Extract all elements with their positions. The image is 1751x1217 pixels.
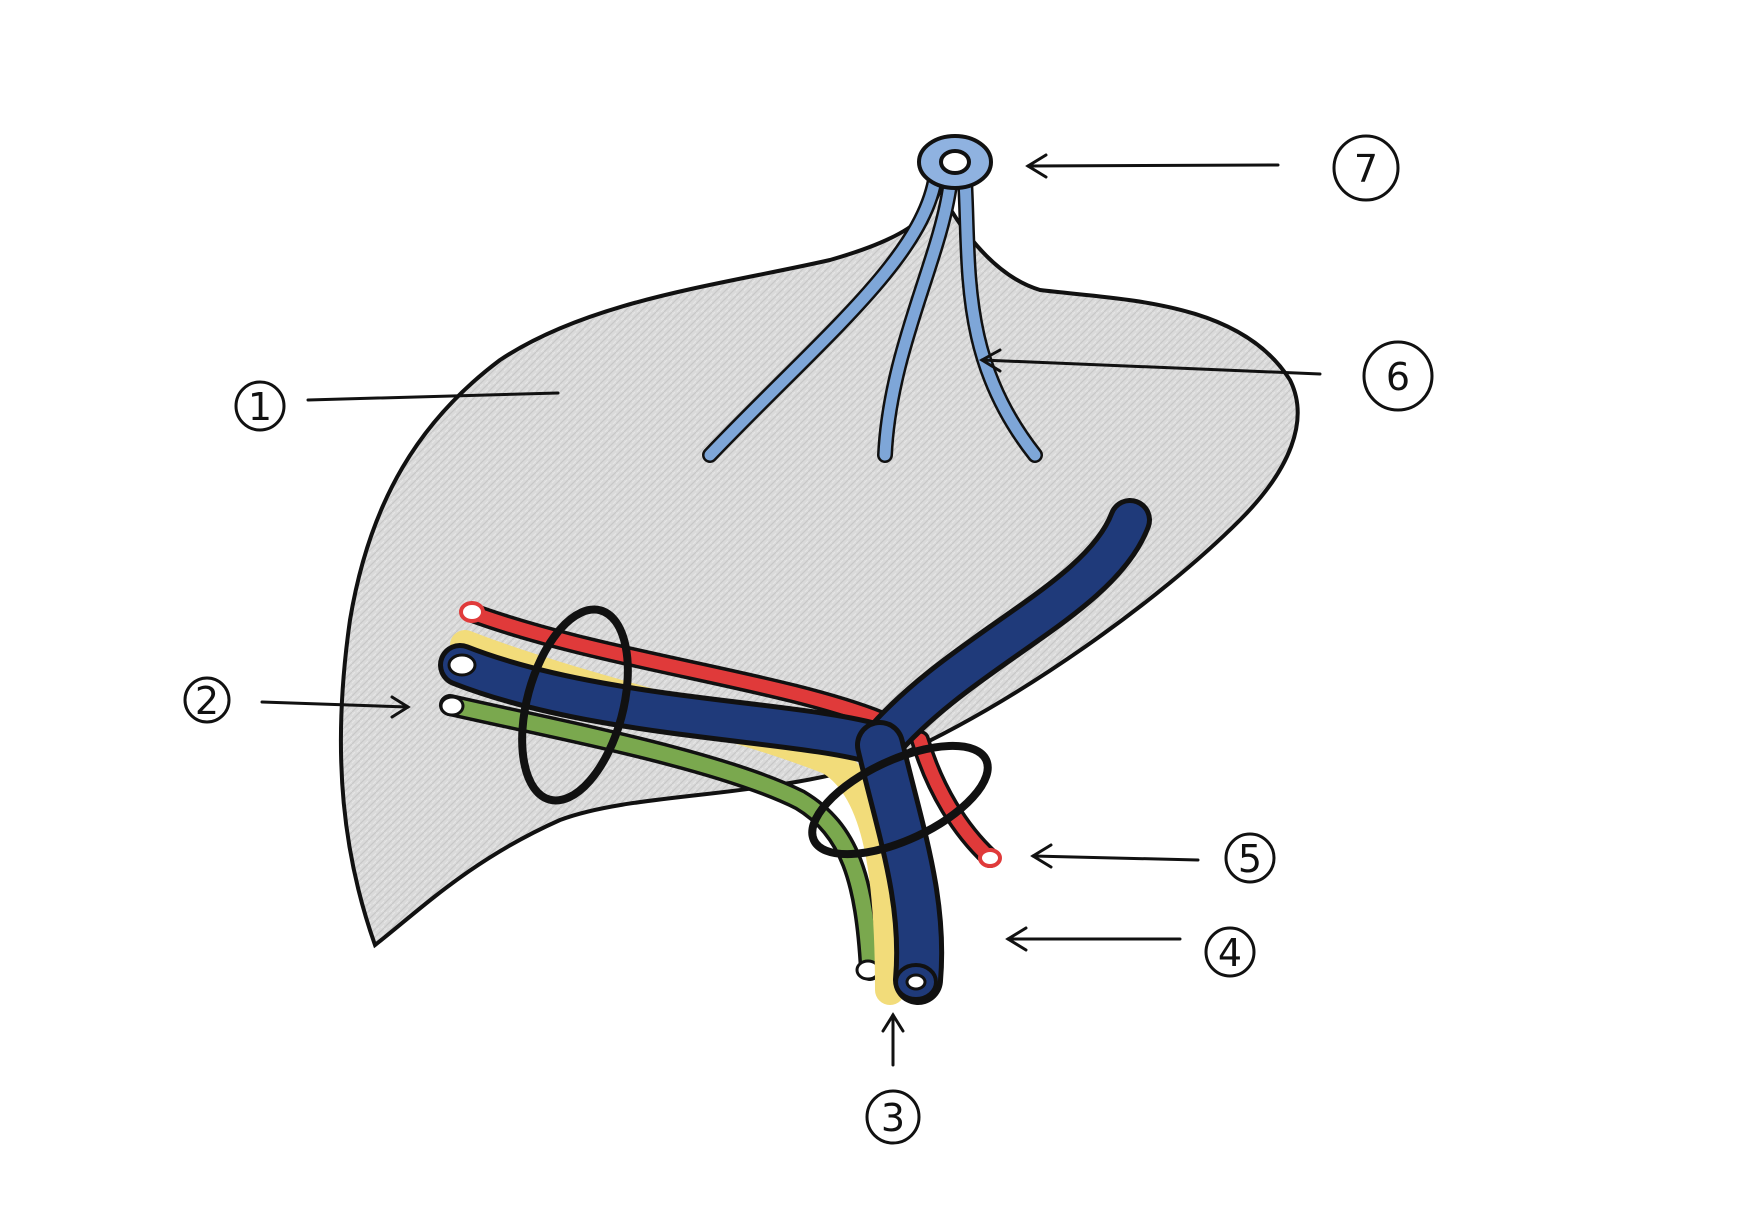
hepatic-artery bbox=[459, 601, 1002, 868]
label-5: 5 bbox=[1030, 832, 1276, 884]
liver-body bbox=[338, 184, 1300, 949]
inferior-vena-cava bbox=[917, 134, 993, 190]
hepatic-veins bbox=[702, 172, 1043, 463]
portal-vein bbox=[438, 498, 1152, 1005]
vascular-clamps bbox=[518, 605, 992, 859]
label-2-text: 2 bbox=[195, 679, 219, 723]
label-1-text: 1 bbox=[248, 385, 272, 429]
label-2: 2 bbox=[183, 676, 411, 724]
label-4-text: 4 bbox=[1218, 931, 1242, 975]
label-6: 6 bbox=[979, 340, 1434, 412]
label-3: 3 bbox=[865, 1012, 921, 1145]
label-1: 1 bbox=[234, 380, 560, 432]
label-4: 4 bbox=[1005, 926, 1256, 978]
label-7: 7 bbox=[1025, 134, 1400, 202]
label-7-text: 7 bbox=[1354, 147, 1378, 191]
label-6-text: 6 bbox=[1386, 355, 1410, 399]
common-bile-duct-green bbox=[439, 694, 881, 981]
label-5-text: 5 bbox=[1238, 837, 1262, 881]
label-3-text: 3 bbox=[881, 1096, 905, 1140]
